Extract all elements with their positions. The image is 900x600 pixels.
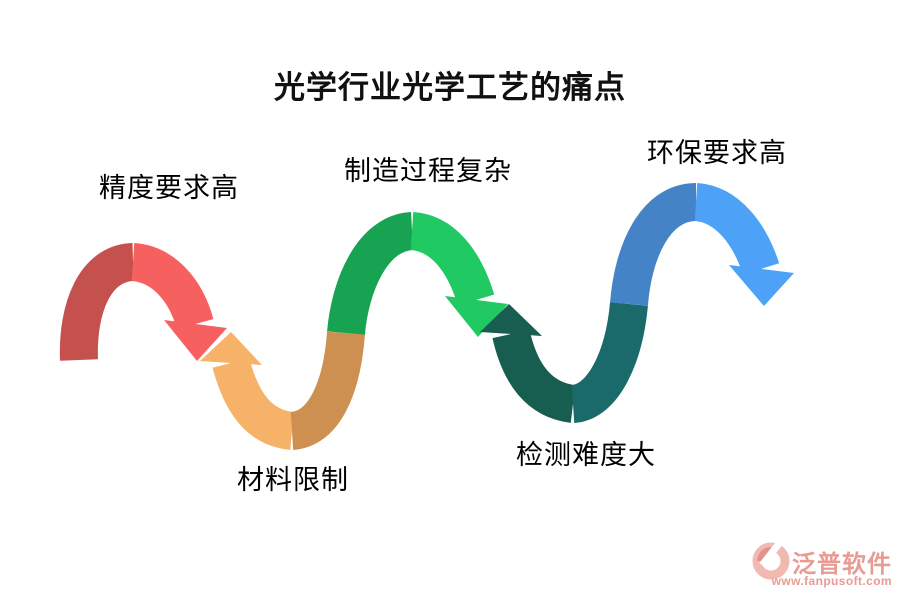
- arc-material-right-band: [288, 331, 365, 450]
- label-precision: 精度要求高: [99, 173, 239, 203]
- arc-precision-right-band: [130, 243, 214, 330]
- arrow-up-icon: [480, 304, 542, 336]
- arc-environment-right-band: [693, 183, 780, 276]
- brand-watermark: 泛普软件 www.fanpusoft.com: [732, 542, 892, 590]
- arc-environment: [610, 183, 794, 306]
- label-material: 材料限制: [237, 465, 349, 495]
- arc-manufacturing-left-band: [327, 212, 415, 336]
- arc-inspection-right-band: [569, 301, 648, 423]
- label-manufacturing: 制造过程复杂: [344, 156, 512, 186]
- arrow-up-icon: [200, 332, 262, 365]
- arrow-down-icon: [729, 265, 794, 306]
- brand-url: www.fanpusoft.com: [771, 574, 892, 588]
- page-title: 光学行业光学工艺的痛点: [274, 70, 626, 105]
- arc-manufacturing-right-band: [409, 212, 495, 306]
- label-inspection: 检测难度大: [516, 440, 656, 470]
- arrow-down-icon: [164, 320, 227, 361]
- arc-inspection-left-band: [492, 329, 577, 423]
- arc-material: [200, 331, 365, 450]
- fanpu-logo-icon: [752, 542, 790, 580]
- arc-inspection: [480, 301, 648, 423]
- arc-precision-left-band: [59, 243, 136, 361]
- arc-manufacturing: [327, 212, 508, 337]
- arc-material-left-band: [212, 357, 295, 450]
- brand-name: 泛普软件: [792, 550, 892, 578]
- arc-environment-left-band: [610, 183, 698, 306]
- arrow-down-icon: [445, 296, 508, 337]
- label-environment: 环保要求高: [647, 138, 787, 168]
- arc-precision: [59, 243, 227, 361]
